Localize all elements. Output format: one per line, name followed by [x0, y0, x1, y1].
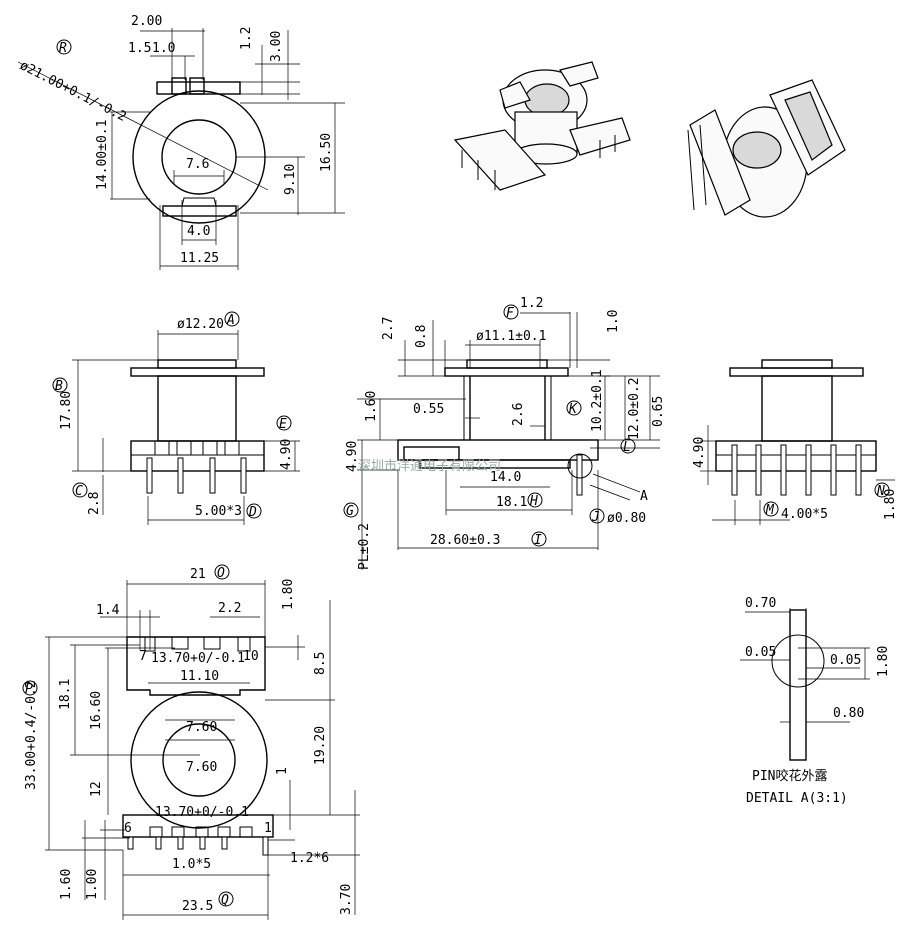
bot-dim-21: 21: [190, 567, 206, 582]
label-detail-a: A: [640, 489, 648, 504]
dim-5x3: 5.00*3: [195, 504, 242, 519]
det-dim-0-05a: 0.05: [745, 645, 776, 660]
bot-dim-16-60: 16.60: [89, 691, 104, 730]
label-a: A: [226, 313, 235, 328]
dim-1-0: 1.0: [152, 41, 175, 56]
bot-dim-3-70: 3.70: [339, 884, 354, 915]
sec-dim-1-60: 1.60: [364, 391, 379, 422]
side-dim-1-80: 1.80: [883, 489, 898, 520]
sec-dim-28-60: 28.60±0.3: [430, 533, 500, 548]
dim-4-0: 4.0: [187, 224, 210, 239]
label-g: G: [346, 504, 354, 519]
sec-dim-0-8: 0.8: [414, 325, 429, 348]
front-dia: ø12.20: [177, 317, 224, 332]
bot-dim-11-10: 11.10: [180, 669, 219, 684]
bot-dim-1-60: 1.60: [59, 869, 74, 900]
label-p: P: [25, 682, 33, 697]
bot-dim-1: 1: [275, 767, 290, 775]
detail-a: 0.70 0.05 0.05 1.80 0.80 PIN咬花外露 DETAIL …: [740, 596, 891, 806]
label-c: C: [75, 484, 83, 499]
label-b: B: [55, 379, 63, 394]
pin-7: 7: [139, 649, 147, 664]
watermark: 深圳市洋通电子有限公司: [358, 458, 501, 474]
dim-1-2: 1.2: [239, 27, 254, 50]
pin-1: 1: [264, 821, 272, 836]
dim-1-5: 1.5: [128, 41, 151, 56]
label-q: Q: [221, 893, 229, 908]
dim-17-80: 17.80: [59, 391, 74, 430]
sec-dim-18-1: 18.1: [496, 495, 527, 510]
sec-dim-0-80: ø0.80: [607, 511, 646, 526]
top-view: R ø21.00+0.1/-0.2 2.00 1.5 1.0 1.2 3.00 …: [17, 14, 345, 270]
bot-dim-12: 12: [89, 781, 104, 797]
label-i: I: [534, 533, 542, 548]
sec-dim-14-0: 14.0: [490, 470, 521, 485]
dim-2-00: 2.00: [131, 14, 162, 29]
dim-9-10: 9.10: [283, 164, 298, 195]
det-dim-1-80: 1.80: [876, 646, 891, 677]
bot-dim-23-5: 23.5: [182, 899, 213, 914]
sec-dim-11-1: ø11.1±0.1: [476, 329, 546, 344]
label-n: N: [876, 484, 885, 499]
dim-11-25: 11.25: [180, 251, 219, 266]
det-dim-0-70: 0.70: [745, 596, 776, 611]
dim-14: 14.00±0.1: [95, 120, 110, 190]
dim-3-00: 3.00: [269, 31, 284, 62]
label-k: K: [568, 402, 578, 417]
isometric-view-1: [453, 61, 631, 191]
bot-dim-2-2: 2.2: [218, 601, 241, 616]
bot-dim-7-60a: 7.60: [186, 720, 217, 735]
bot-dim-13-70-top: 13.70+0/-0.1: [151, 651, 245, 666]
top-ref-label: R: [59, 41, 67, 56]
sec-dim-0-55: 0.55: [413, 402, 444, 417]
detail-caption-2: DETAIL A(3:1): [746, 791, 848, 806]
side-view: 4.90 M 4.00*5 N 1.80: [692, 359, 898, 525]
side-dim-4x5: 4.00*5: [781, 507, 828, 522]
dim-7-6: 7.6: [186, 157, 209, 172]
bot-dim-1x5: 1.0*5: [172, 857, 211, 872]
sec-dim-2-6: 2.6: [511, 403, 526, 426]
detail-caption-1: PIN咬花外露: [752, 768, 827, 784]
bot-dim-18-1: 18.1: [58, 679, 73, 710]
dim-2-8: 2.8: [87, 492, 102, 515]
sec-dim-1-0: 1.0: [606, 310, 621, 333]
sec-dim-pl: PL±0.2: [357, 523, 372, 570]
sec-dim-0-65: 0.65: [651, 396, 666, 427]
bot-dim-1-2x6: 1.2*6: [290, 851, 329, 866]
label-h: H: [529, 494, 538, 509]
det-dim-0-05b: 0.05: [830, 653, 861, 668]
bot-dim-1-4: 1.4: [96, 603, 120, 618]
det-dim-0-80: 0.80: [833, 706, 864, 721]
label-d: D: [248, 505, 257, 520]
label-m: M: [765, 503, 775, 518]
label-l: L: [623, 440, 631, 455]
sec-dim-12-0: 12.0±0.2: [627, 377, 642, 440]
sec-dim-2-7: 2.7: [381, 317, 396, 340]
sec-dim-4-90: 4.90: [345, 441, 360, 472]
pin-10: 10: [243, 649, 259, 664]
label-e: E: [279, 417, 287, 432]
bot-dim-1-00: 1.00: [85, 869, 100, 900]
label-j: J: [591, 510, 600, 525]
section-view: F 1.2 2.7 0.8 ø11.1±0.1 1.0 1.60 0.55 2.…: [343, 296, 666, 570]
front-dim-4-90: 4.90: [279, 439, 294, 470]
label-o: O: [217, 566, 225, 581]
front-view: ø12.20 A B 17.80 E 4.90 C 2.8 5.00*3 D: [52, 311, 300, 525]
bot-dim-1-80: 1.80: [281, 579, 296, 610]
bot-dim-7-60b: 7.60: [186, 760, 217, 775]
isometric-view-2: [687, 79, 846, 218]
label-f: F: [506, 306, 515, 321]
bot-dim-13-70-bot: 13.70+0/-0.1: [155, 805, 249, 820]
dim-16-50: 16.50: [319, 133, 334, 172]
pin-6: 6: [124, 821, 132, 836]
top-diameter: ø21.00+0.1/-0.2: [17, 58, 128, 125]
bot-dim-19-20: 19.20: [313, 726, 328, 765]
bottom-view: 21 O 1.4 2.2 1.80 7 13.70+0/-0.1 10 8.5 …: [22, 564, 360, 920]
bot-dim-33: 33.00+0.4/-0.2: [24, 680, 39, 790]
bot-dim-8-5: 8.5: [313, 652, 328, 675]
side-dim-4-90: 4.90: [692, 437, 707, 468]
sec-dim-10-2: 10.2±0.1: [590, 369, 605, 432]
sec-dim-1-2: 1.2: [520, 296, 543, 311]
